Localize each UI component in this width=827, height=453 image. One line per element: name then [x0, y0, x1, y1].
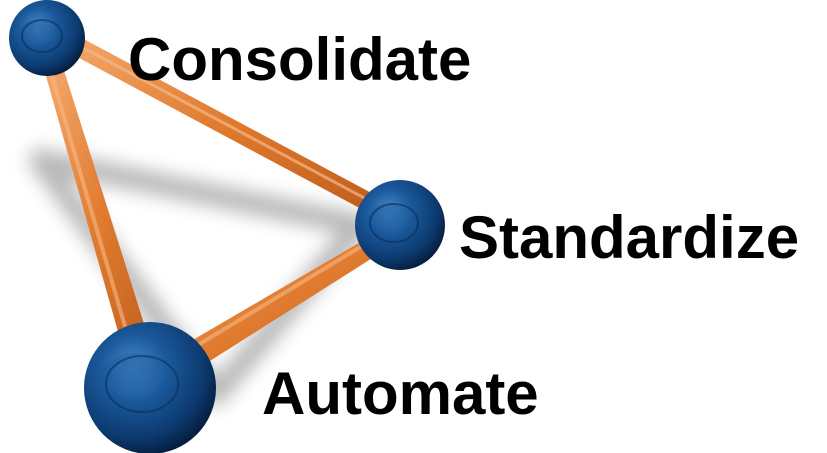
edge-consolidate-standardize-highlight	[43, 25, 401, 219]
label-standardize: Standardize	[459, 204, 799, 271]
edges	[37, 22, 405, 392]
node-automate-glint	[103, 353, 167, 397]
node-standardize	[355, 180, 445, 270]
node-standardize-glint	[368, 203, 412, 233]
edge-standardize-automate	[150, 226, 404, 385]
node-consolidate-glint	[20, 20, 56, 44]
label-consolidate: Consolidate	[128, 26, 471, 93]
label-automate: Automate	[262, 360, 539, 427]
node-automate	[84, 322, 216, 453]
node-consolidate	[9, 0, 85, 76]
